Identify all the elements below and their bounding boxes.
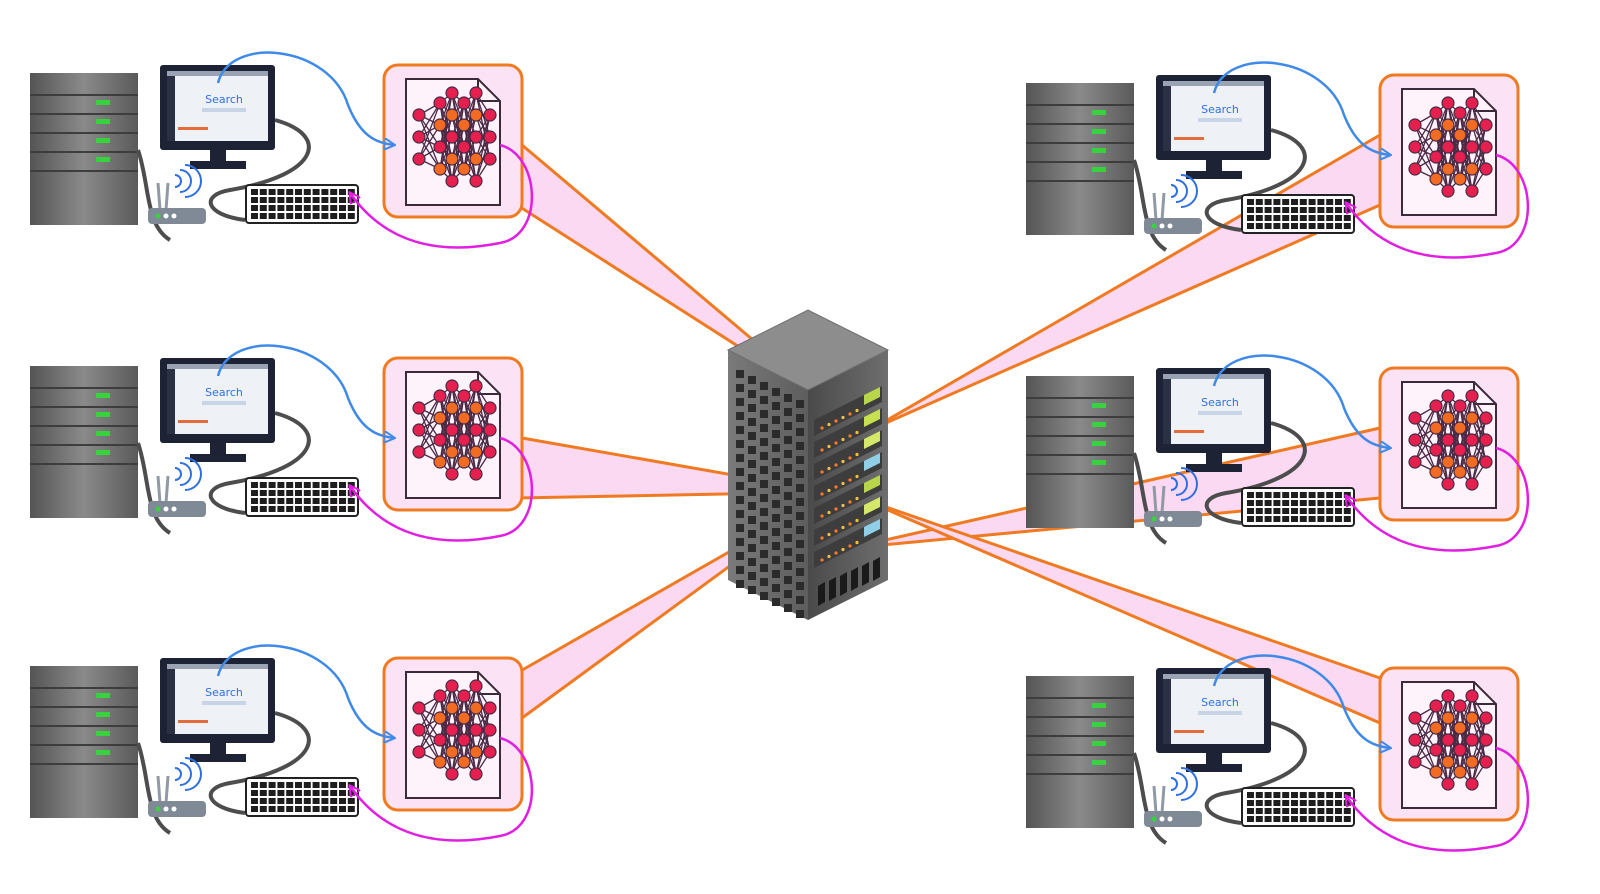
neural-network-model-icon [382, 63, 524, 219]
upload-arrow [1212, 354, 1390, 448]
neural-network-model-icon [1378, 366, 1520, 522]
client-server-icon [1026, 376, 1134, 528]
neural-network-model-icon [382, 656, 524, 812]
client-group: Search [1026, 61, 1530, 259]
keyboard-icon [1241, 194, 1355, 234]
wifi-router-icon [1144, 174, 1202, 234]
client-group: Search [30, 51, 534, 249]
keyboard-icon [1241, 787, 1355, 827]
client-server-icon [1026, 676, 1134, 828]
neural-network-model-icon [1378, 73, 1520, 229]
search-label: Search [205, 386, 243, 399]
client-server-icon [1026, 83, 1134, 235]
central-server-rack-icon [726, 309, 890, 620]
client-group: Search [30, 644, 534, 842]
wifi-router-icon [148, 457, 206, 517]
wifi-router-icon [1144, 467, 1202, 527]
upload-arrow [216, 51, 394, 145]
search-label: Search [205, 93, 243, 106]
client-group: Search [30, 344, 534, 542]
search-label: Search [1201, 696, 1239, 709]
keyboard-icon [245, 777, 359, 817]
feedback-arrow [350, 436, 534, 542]
client-server-icon [30, 666, 138, 818]
client-group: Search [1026, 654, 1530, 852]
search-label: Search [1201, 103, 1239, 116]
client-group: Search [1026, 354, 1530, 552]
client-server-icon [30, 366, 138, 518]
upload-arrow [1212, 654, 1390, 748]
wifi-router-icon [1144, 767, 1202, 827]
monitor-icon: Search [1156, 368, 1271, 472]
feedback-arrow [1346, 746, 1530, 852]
monitor-icon: Search [1156, 668, 1271, 772]
upload-arrow [1212, 61, 1390, 155]
feedback-arrow [1346, 153, 1530, 259]
search-label: Search [205, 686, 243, 699]
sync-line [859, 496, 1381, 680]
neural-network-model-icon [1378, 666, 1520, 822]
search-label: Search [1201, 396, 1239, 409]
sync-line [869, 203, 1381, 432]
feedback-arrow [350, 143, 534, 249]
upload-arrow [216, 344, 394, 438]
feedback-arrow [1346, 446, 1530, 552]
keyboard-icon [245, 477, 359, 517]
neural-network-model-icon [382, 356, 524, 512]
client-server-icon [30, 73, 138, 225]
wifi-router-icon [148, 757, 206, 817]
sync-line [859, 496, 1381, 725]
wifi-router-icon [148, 164, 206, 224]
monitor-icon: Search [160, 358, 275, 462]
keyboard-icon [245, 184, 359, 224]
sync-line [869, 133, 1381, 432]
upload-arrow [216, 644, 394, 738]
feedback-arrow [350, 736, 534, 842]
keyboard-icon [1241, 487, 1355, 527]
